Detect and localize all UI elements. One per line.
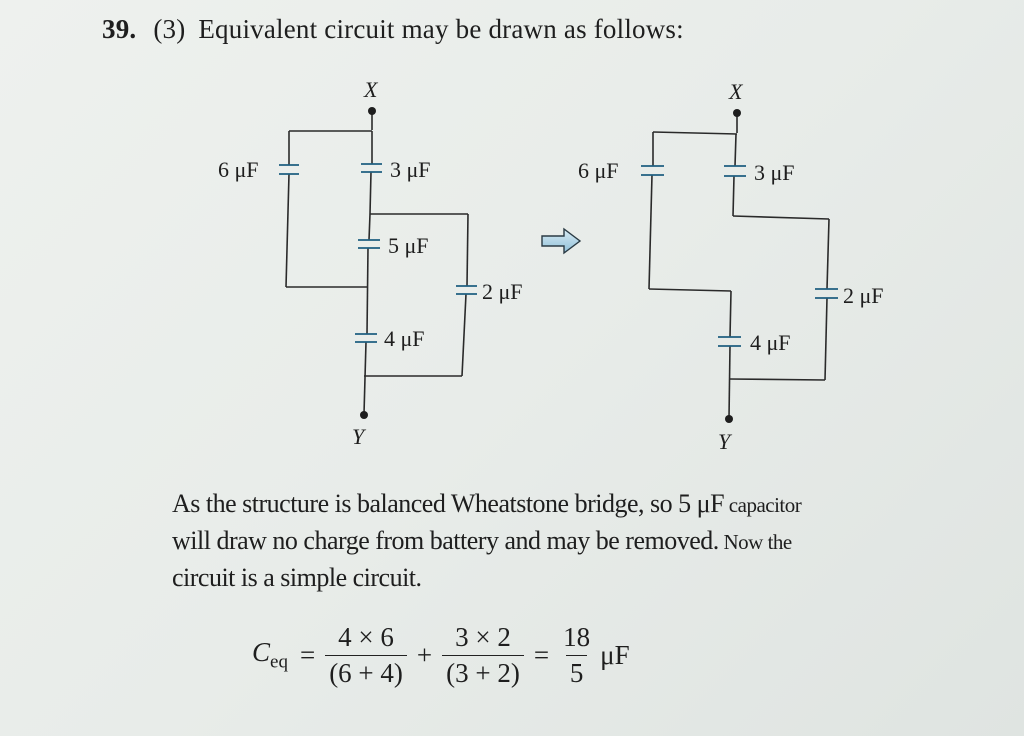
wire (734, 133, 737, 167)
terminal-y-dot (360, 411, 368, 419)
label-3uf: 3 μF (754, 160, 795, 185)
circuit-diagrams: X Y 6 μF 3 μF 5 μF 2 μF 4 μF (218, 77, 884, 454)
capacitor-6uf (279, 164, 299, 175)
right-circuit (641, 115, 838, 419)
capacitor-3uf (724, 165, 746, 177)
wire (369, 171, 372, 215)
node-y-label: Y (352, 424, 367, 449)
question-heading: 39. (3) Equivalent circuit may be drawn … (102, 14, 684, 45)
capacitor-2uf (456, 285, 477, 295)
wire (285, 173, 290, 288)
denominator: (6 + 4) (325, 655, 407, 689)
capacitor-6uf (641, 165, 664, 176)
explanation-text-small: capacitor (724, 493, 802, 517)
question-text: Equivalent circuit may be drawn as follo… (198, 14, 684, 44)
node-x-label: X (363, 77, 379, 102)
fraction-2: 3 × 2 (3 + 2) (442, 622, 524, 689)
explanation-line-2: will draw no charge from battery and may… (172, 523, 1012, 560)
label-2uf: 2 μF (843, 283, 884, 308)
wire (466, 213, 469, 287)
label-5uf: 5 μF (388, 233, 429, 258)
equals-sign: = (299, 640, 316, 670)
wire (732, 215, 830, 220)
unit-label: μF (600, 640, 630, 670)
capacitor-2uf (815, 288, 838, 299)
numerator: 4 × 6 (338, 622, 394, 652)
lhs-symbol: C (252, 637, 271, 668)
wire (824, 297, 828, 381)
label-6uf: 6 μF (578, 158, 619, 183)
node-x-label: X (728, 79, 744, 104)
wire (652, 131, 738, 135)
wire (368, 213, 371, 241)
wire (732, 175, 735, 217)
explanation-paragraph: As the structure is balanced Wheatstone … (172, 486, 1012, 596)
equivalent-capacitance-equation: Ceq = 4 × 6 (6 + 4) + 3 × 2 (3 + 2) = 18… (252, 622, 630, 689)
explanation-text-small: Now the (718, 530, 793, 554)
equals-sign: = (533, 640, 550, 670)
lhs-subscript: eq (270, 651, 288, 673)
label-3uf: 3 μF (390, 157, 431, 182)
wire (648, 288, 732, 292)
left-circuit (279, 113, 477, 415)
numerator: 3 × 2 (455, 622, 511, 652)
label-4uf: 4 μF (384, 326, 425, 351)
wire (363, 341, 367, 415)
numerator: 18 (563, 622, 591, 652)
wire (366, 247, 369, 335)
wire (648, 174, 653, 290)
terminal-x-dot (733, 109, 741, 117)
fraction-1: 4 × 6 (6 + 4) (325, 622, 407, 689)
label-6uf: 6 μF (218, 157, 259, 182)
explanation-text: will draw no charge from battery and may… (172, 526, 719, 555)
capacitor-5uf (358, 239, 380, 249)
question-number: 39. (102, 14, 137, 44)
terminal-x-dot (368, 107, 376, 115)
fraction-3: 18 5 (559, 622, 594, 689)
denominator: (3 + 2) (442, 655, 524, 689)
terminal-y-dot (725, 415, 733, 423)
equation-lhs: Ceq (252, 637, 288, 673)
label-4uf: 4 μF (750, 330, 791, 355)
wire (728, 378, 826, 381)
wire (728, 345, 731, 419)
capacitor-4uf (718, 336, 741, 347)
explanation-text: As the structure is balanced Wheatstone … (172, 489, 725, 518)
wire (729, 290, 732, 338)
explanation-line-3: circuit is a simple circuit. (172, 563, 422, 592)
right-arrow-icon (541, 227, 582, 255)
denominator: 5 (565, 655, 588, 689)
node-y-label: Y (718, 429, 733, 454)
label-2uf: 2 μF (482, 279, 523, 304)
capacitor-3uf (361, 163, 382, 173)
wire (826, 218, 830, 290)
wire (461, 293, 467, 377)
plus-sign: + (416, 640, 433, 670)
answer-option: (3) (153, 14, 186, 44)
capacitor-4uf (355, 333, 377, 343)
explanation-line-1: As the structure is balanced Wheatstone … (172, 486, 1012, 523)
